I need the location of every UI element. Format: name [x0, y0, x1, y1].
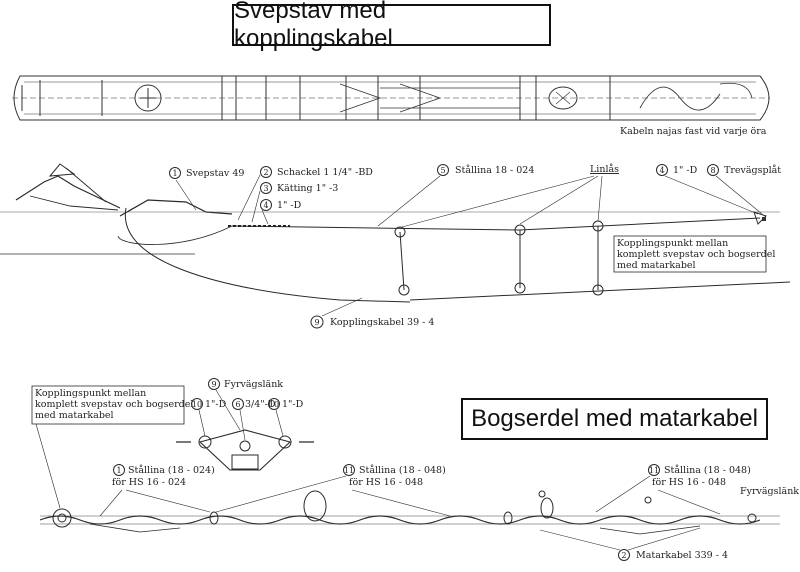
svg-text:för HS 16 - 048: för HS 16 - 048	[349, 477, 423, 488]
svg-text:Svepstav 49: Svepstav 49	[186, 168, 244, 179]
svg-text:Kopplingspunkt mellan: Kopplingspunkt mellan	[617, 238, 728, 249]
svg-text:Stållina (18 - 048): Stållina (18 - 048)	[664, 464, 751, 476]
svg-text:3/4"-D: 3/4"-D	[245, 399, 276, 410]
svg-text:Fyrvägslänk: Fyrvägslänk	[740, 486, 799, 497]
svg-text:4: 4	[659, 166, 664, 175]
svg-text:11: 11	[344, 466, 354, 475]
svg-text:1: 1	[116, 466, 121, 475]
tow-section	[39, 429, 780, 535]
svg-text:Kopplingskabel 39 - 4: Kopplingskabel 39 - 4	[330, 317, 434, 328]
svg-text:Schackel 1 1/4" -BD: Schackel 1 1/4" -BD	[277, 167, 373, 178]
svg-text:med matarkabel: med matarkabel	[617, 260, 696, 271]
cable-note: Kabeln najas fast vid varje öra	[620, 126, 767, 137]
svg-text:1"-D: 1"-D	[205, 399, 227, 410]
svg-text:10: 10	[192, 400, 202, 409]
svg-text:1" -D: 1" -D	[673, 165, 698, 176]
svg-text:Trevägsplåt: Trevägsplåt	[724, 164, 781, 176]
svg-text:komplett svepstav och bogserde: komplett svepstav och bogserdel	[35, 399, 193, 410]
svg-text:1" -D: 1" -D	[277, 200, 302, 211]
svg-text:2: 2	[621, 551, 626, 560]
svg-text:8: 8	[710, 166, 715, 175]
sweep-rod-drawing	[12, 75, 770, 121]
svg-text:komplett svepstav och bogserde: komplett svepstav och bogserdel	[617, 249, 775, 260]
svg-text:5: 5	[440, 166, 445, 175]
svg-text:6: 6	[235, 400, 240, 409]
bottom-labels: Kopplingspunkt mellan komplett svepstav …	[31, 378, 799, 561]
middle-labels: 1 Svepstav 49 2 Schackel 1 1/4" -BD 3 Kä…	[169, 163, 781, 329]
title-bogserdel: Bogserdel med matarkabel	[461, 398, 768, 440]
sweep-assembly	[0, 163, 791, 303]
svg-text:1: 1	[172, 169, 177, 178]
svg-text:Kätting 1" -3: Kätting 1" -3	[277, 183, 338, 194]
svg-text:Linlås: Linlås	[590, 163, 619, 175]
svg-text:Matarkabel 339 - 4: Matarkabel 339 - 4	[636, 550, 728, 561]
svg-text:3: 3	[263, 184, 268, 193]
svg-text:1"-D: 1"-D	[282, 399, 304, 410]
svg-text:för HS 16 - 024: för HS 16 - 024	[112, 477, 186, 488]
svg-text:Kopplingspunkt mellan: Kopplingspunkt mellan	[35, 388, 146, 399]
svg-text:9: 9	[314, 318, 319, 327]
svg-text:11: 11	[649, 466, 659, 475]
svg-text:Fyrvägslänk: Fyrvägslänk	[224, 379, 283, 390]
svg-text:Stållina 18 - 024: Stållina 18 - 024	[455, 164, 534, 176]
svg-text:9: 9	[211, 380, 216, 389]
svg-text:10: 10	[269, 400, 279, 409]
svg-text:Stållina (18 - 048): Stållina (18 - 048)	[359, 464, 446, 476]
svg-text:4: 4	[263, 201, 268, 210]
svg-text:med matarkabel: med matarkabel	[35, 410, 114, 421]
svg-text:Stållina (18 - 024): Stållina (18 - 024)	[128, 464, 215, 476]
svg-text:för HS 16 - 048: för HS 16 - 048	[652, 477, 726, 488]
svg-text:2: 2	[263, 168, 268, 177]
